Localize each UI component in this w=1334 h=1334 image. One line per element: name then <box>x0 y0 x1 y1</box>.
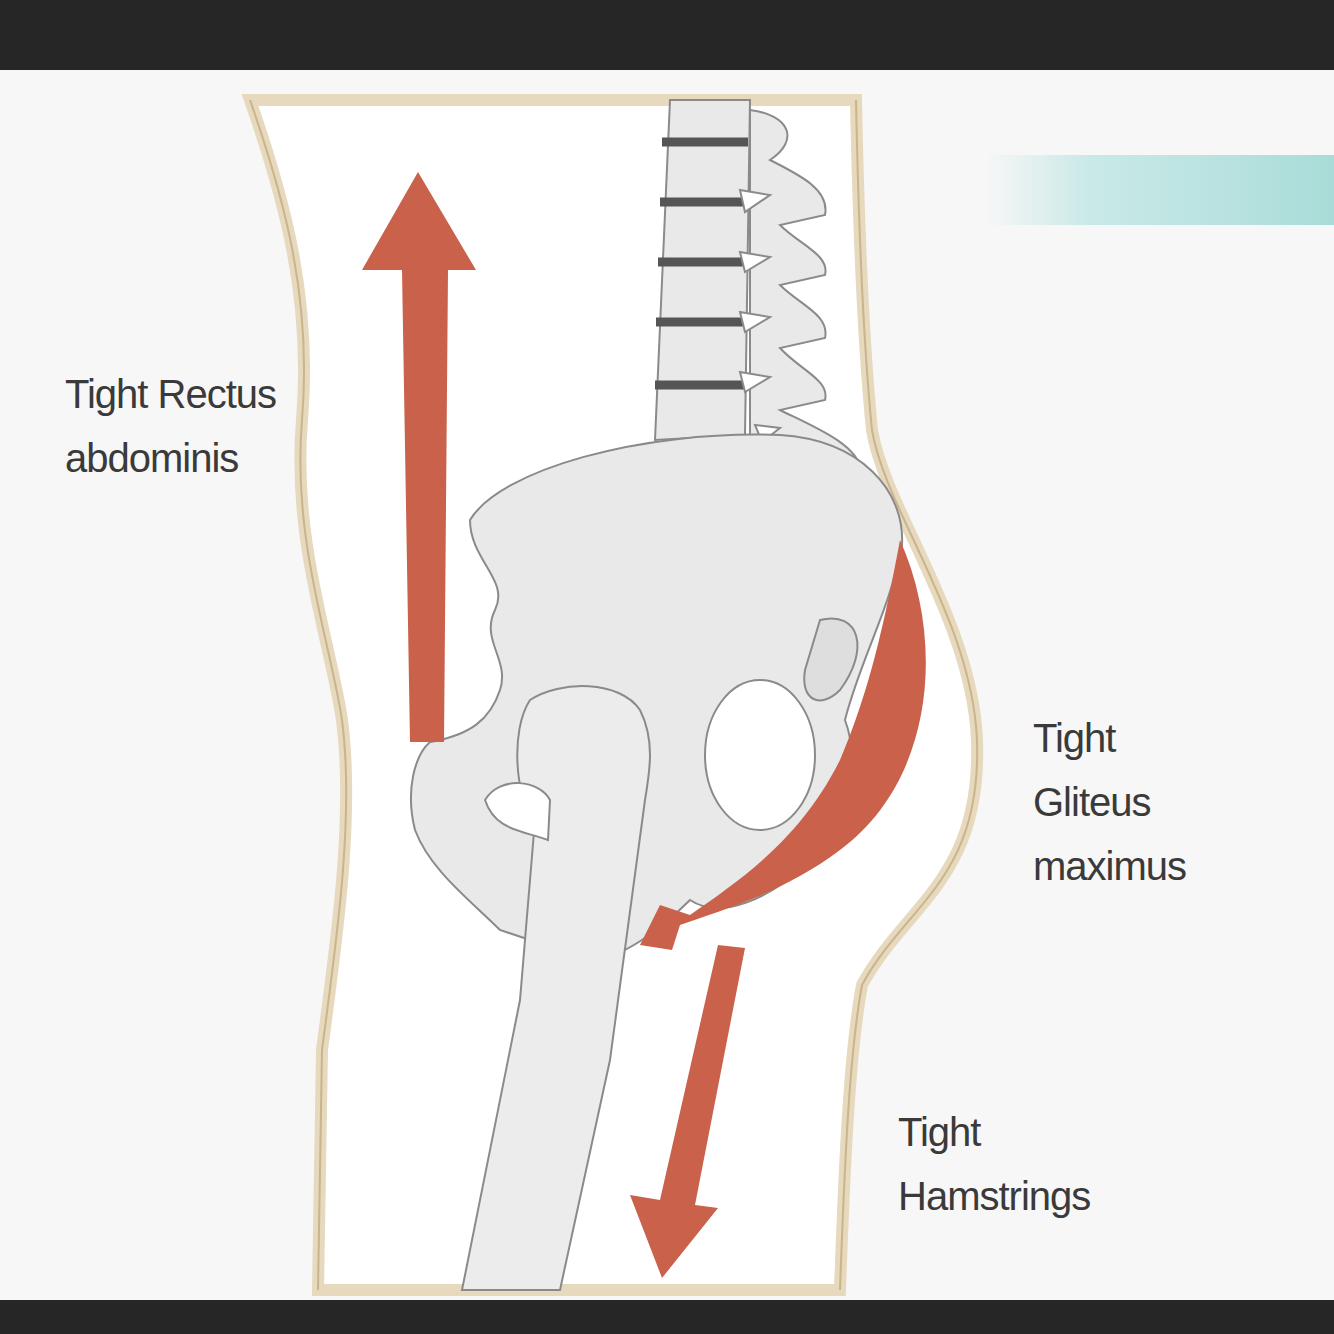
muscle-label: Tight Gliteus maximus <box>1033 706 1233 898</box>
muscle-label: Tight Rectus abdominis <box>65 362 280 490</box>
muscle-label: Tight Hamstrings <box>898 1100 1143 1228</box>
